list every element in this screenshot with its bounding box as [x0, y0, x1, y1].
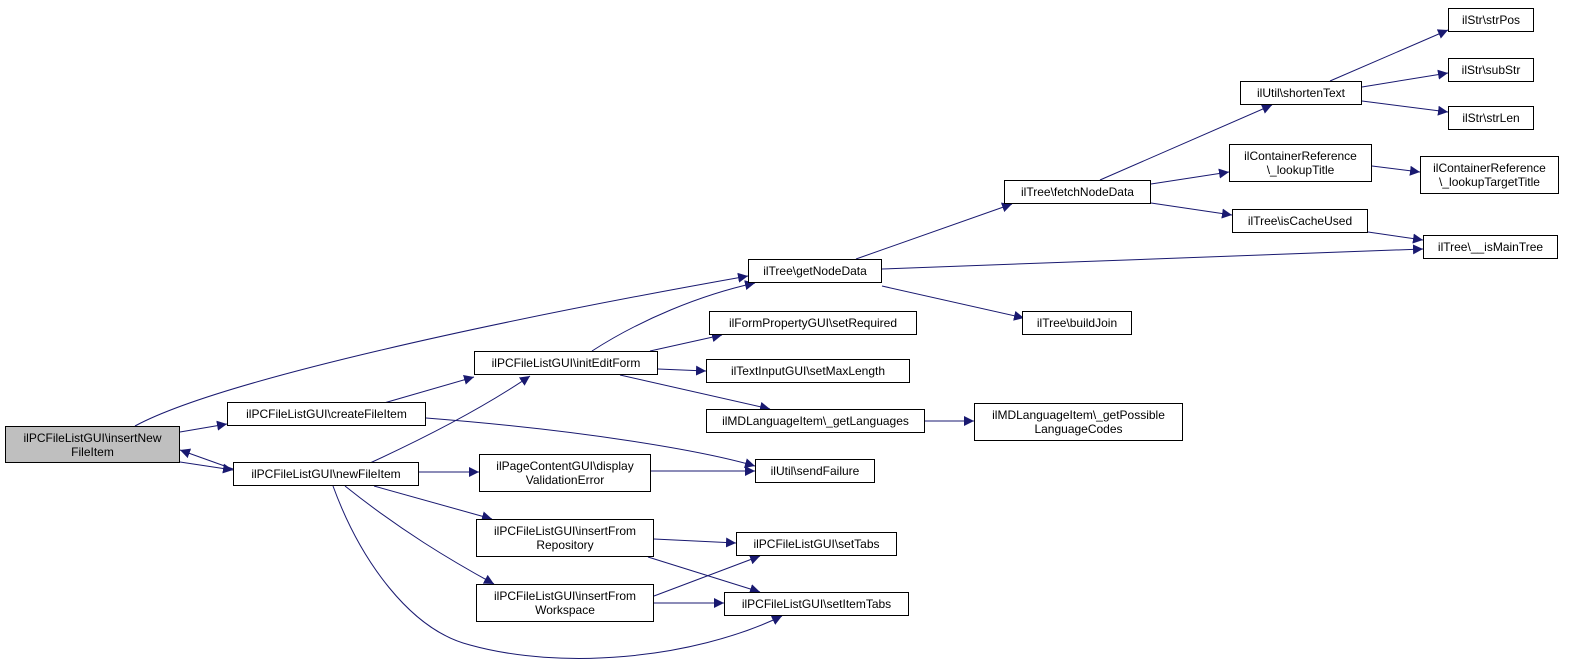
edge-createFileItem-to-sendFailure: [425, 417, 756, 469]
node-createFileItem[interactable]: ilPCFileListGUI\createFileItem: [227, 402, 426, 426]
edge-shortenText-to-strPos: [1329, 29, 1449, 82]
node-label-line: ilPCFileListGUI\initEditForm: [491, 356, 641, 370]
node-label-line: ilPCFileListGUI\setTabs: [753, 537, 880, 551]
node-label-line: ilUtil\shortenText: [1256, 86, 1346, 100]
edge-insertFromRepository-to-setItemTabs: [647, 556, 761, 594]
edge-newFileItem-to-initEditForm: [369, 375, 531, 464]
node-label-line: ilTree\fetchNodeData: [1021, 185, 1134, 199]
node-label-line: ilPCFileListGUI\insertNew: [23, 430, 162, 445]
node-lookupTitle[interactable]: ilContainerReference\_lookupTitle: [1229, 144, 1372, 182]
node-label-line: ilPCFileListGUI\newFileItem: [251, 467, 401, 481]
node-setRequired[interactable]: ilFormPropertyGUI\setRequired: [709, 311, 917, 335]
node-shortenText[interactable]: ilUtil\shortenText: [1240, 81, 1362, 105]
edge-shortenText-to-subStr: [1361, 69, 1449, 88]
edge-insertFromRepository-to-setTabs: [653, 537, 737, 548]
node-label-line: ilTree\__isMainTree: [1437, 240, 1544, 254]
node-label-line: ilPCFileListGUI\setItemTabs: [741, 597, 892, 611]
node-label-line: ilStr\strLen: [1462, 111, 1520, 125]
node-label-line: Repository: [536, 538, 594, 552]
node-label-line: ilTree\buildJoin: [1036, 316, 1118, 330]
edge-newFileItem-to-insertFromRepository: [373, 485, 493, 522]
edge-fetchNodeData-to-isCacheUsed: [1150, 202, 1233, 219]
node-label-line: ilStr\strPos: [1461, 13, 1520, 27]
node-initEditForm[interactable]: ilPCFileListGUI\initEditForm: [474, 351, 658, 375]
node-label-line: Workspace: [535, 603, 595, 617]
node-label-line: ilMDLanguageItem\_getLanguages: [722, 414, 909, 428]
node-newFileItem[interactable]: ilPCFileListGUI\newFileItem: [233, 462, 419, 486]
node-label-line: ilTextInputGUI\setMaxLength: [730, 364, 886, 378]
edge-shortenText-to-strLen: [1361, 100, 1449, 116]
edge-newFileItem-to-insertNewFileItem: [179, 448, 234, 470]
node-label-line: ilUtil\sendFailure: [770, 464, 860, 478]
node-label-line: ilTree\getNodeData: [763, 264, 867, 278]
node-isCacheUsed[interactable]: ilTree\isCacheUsed: [1232, 209, 1368, 233]
node-label-line: ilPCFileListGUI\createFileItem: [246, 407, 407, 421]
node-label-line: ilPCFileListGUI\insertFrom: [493, 524, 637, 538]
node-label-line: ilPageContentGUI\display: [496, 459, 634, 473]
node-isMainTree[interactable]: ilTree\__isMainTree: [1423, 235, 1558, 259]
node-label-line: ilContainerReference: [1244, 149, 1357, 163]
edge-initEditForm-to-setMaxLength: [657, 365, 707, 376]
edge-fetchNodeData-to-shortenText: [1099, 104, 1273, 181]
node-getLanguages[interactable]: ilMDLanguageItem\_getLanguages: [706, 409, 925, 433]
node-label-line: ilStr\subStr: [1461, 63, 1521, 77]
node-strLen[interactable]: ilStr\strLen: [1448, 106, 1534, 130]
node-subStr[interactable]: ilStr\subStr: [1448, 58, 1534, 82]
node-label-line: \_lookupTitle: [1266, 163, 1335, 177]
node-label-line: LanguageCodes: [1034, 422, 1123, 436]
node-strPos[interactable]: ilStr\strPos: [1448, 8, 1534, 32]
edge-isCacheUsed-to-isMainTree: [1367, 231, 1424, 244]
node-sendFailure[interactable]: ilUtil\sendFailure: [755, 459, 875, 483]
node-buildJoin[interactable]: ilTree\buildJoin: [1022, 311, 1132, 335]
edge-newFileItem-to-insertFromWorkspace: [344, 485, 495, 585]
edge-initEditForm-to-getLanguages: [619, 374, 771, 412]
node-setItemTabs[interactable]: ilPCFileListGUI\setItemTabs: [724, 592, 909, 616]
node-label-line: ilMDLanguageItem\_getPossible: [992, 408, 1165, 422]
edge-initEditForm-to-setRequired: [649, 332, 723, 352]
node-label-line: ilContainerReference: [1433, 161, 1546, 175]
edge-getNodeData-to-isMainTree: [881, 244, 1424, 270]
node-label-line: ilFormPropertyGUI\setRequired: [728, 316, 898, 330]
edge-fetchNodeData-to-lookupTitle: [1150, 168, 1230, 185]
node-setMaxLength[interactable]: ilTextInputGUI\setMaxLength: [706, 359, 910, 383]
edge-insertNewFileItem-to-createFileItem: [179, 420, 228, 433]
node-setTabs[interactable]: ilPCFileListGUI\setTabs: [736, 532, 897, 556]
node-label-line: ilTree\isCacheUsed: [1247, 214, 1353, 228]
edge-getNodeData-to-fetchNodeData: [855, 202, 1013, 260]
node-label-line: ilPCFileListGUI\insertFrom: [493, 589, 637, 603]
node-label-line: FileItem: [71, 444, 114, 459]
edge-insertFromWorkspace-to-setTabs: [653, 554, 761, 597]
node-label-line: ValidationError: [525, 473, 605, 487]
edge-insertNewFileItem-to-getNodeData: [134, 272, 749, 427]
edge-lookupTitle-to-lookupTargetTitle: [1371, 165, 1421, 176]
edge-insertNewFileItem-to-newFileItem: [179, 461, 234, 474]
node-getNodeData[interactable]: ilTree\getNodeData: [748, 259, 882, 283]
edge-createFileItem-to-initEditForm: [383, 374, 475, 404]
edge-newFileItem-to-setItemTabs: [332, 485, 783, 659]
edge-getNodeData-to-buildJoin: [881, 285, 1025, 321]
node-lookupTargetTitle[interactable]: ilContainerReference\_lookupTargetTitle: [1420, 156, 1559, 194]
node-fetchNodeData[interactable]: ilTree\fetchNodeData: [1004, 180, 1151, 204]
edge-initEditForm-to-getNodeData: [591, 280, 756, 352]
node-label-line: \_lookupTargetTitle: [1439, 175, 1540, 189]
